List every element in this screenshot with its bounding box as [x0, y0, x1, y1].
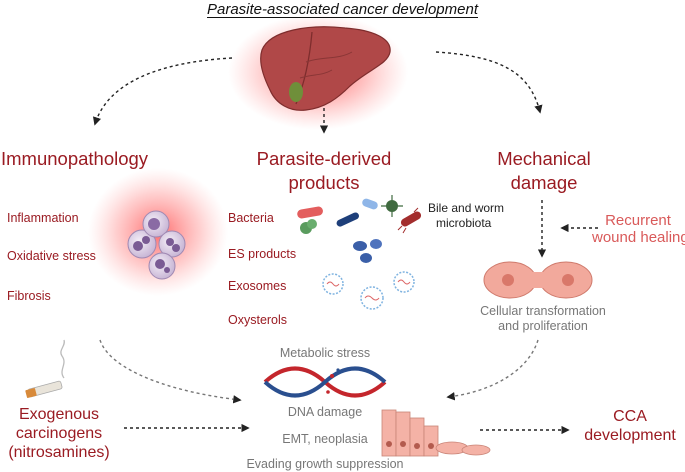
- products-heading-line1: Parasite-derived: [256, 148, 392, 169]
- arrow-immuno-center: [99, 339, 242, 404]
- immune-cells-illustration: [88, 168, 228, 296]
- emt-neoplasia: EMT, neoplasia: [282, 432, 368, 446]
- item-oxysterols: Oxysterols: [228, 313, 288, 327]
- item-es-products: ES products: [228, 247, 297, 261]
- recurrent-line2: wound healing: [592, 229, 685, 246]
- liver-illustration: [228, 14, 408, 130]
- item-fibrosis: Fibrosis: [7, 289, 51, 303]
- recurrent-line1: Recurrent: [605, 212, 671, 229]
- products-heading-line2: products: [288, 172, 360, 193]
- item-inflammation: Inflammation: [7, 211, 79, 225]
- exogenous-line3: (nitrosamines): [8, 444, 110, 461]
- epithelium-illustration: [381, 409, 491, 457]
- mechanical-heading-line1: Mechanical: [497, 148, 591, 169]
- diagram-title: Parasite-associated cancer development: [207, 1, 478, 18]
- es-products-illustration: [353, 239, 382, 263]
- exogenous-line1: Exogenous: [18, 406, 100, 423]
- arrow-to-immunopathology: [92, 57, 233, 126]
- dna-damage: DNA damage: [287, 405, 363, 419]
- dna-illustration: [263, 366, 387, 398]
- mechanical-heading-line2: damage: [510, 172, 578, 193]
- cellular-line2: and proliferation: [498, 319, 588, 333]
- cigarette-illustration: [25, 339, 65, 398]
- exosomes-illustration: [322, 271, 415, 310]
- metabolic-stress: Metabolic stress: [279, 346, 371, 360]
- evading-growth-suppression: Evading growth suppression: [246, 457, 404, 471]
- arrow-mech-center: [446, 339, 539, 401]
- bacteria-illustration: [297, 195, 422, 234]
- arrows: [92, 51, 598, 435]
- immunopathology-heading: Immunopathology: [1, 148, 149, 169]
- bile-label-line1: Bile and worm: [428, 201, 505, 215]
- item-exosomes: Exosomes: [228, 279, 287, 293]
- arrow-to-mechanical: [435, 51, 543, 114]
- cell-division-illustration: [483, 261, 593, 299]
- item-oxidative-stress: Oxidative stress: [7, 249, 96, 263]
- item-bacteria: Bacteria: [228, 211, 274, 225]
- cellular-line1: Cellular transformation: [480, 304, 606, 318]
- cca-line1: CCA: [613, 408, 647, 425]
- bile-label-line2: microbiota: [436, 216, 492, 230]
- cca-line2: development: [584, 427, 676, 444]
- exogenous-line2: carcinogens: [15, 425, 103, 442]
